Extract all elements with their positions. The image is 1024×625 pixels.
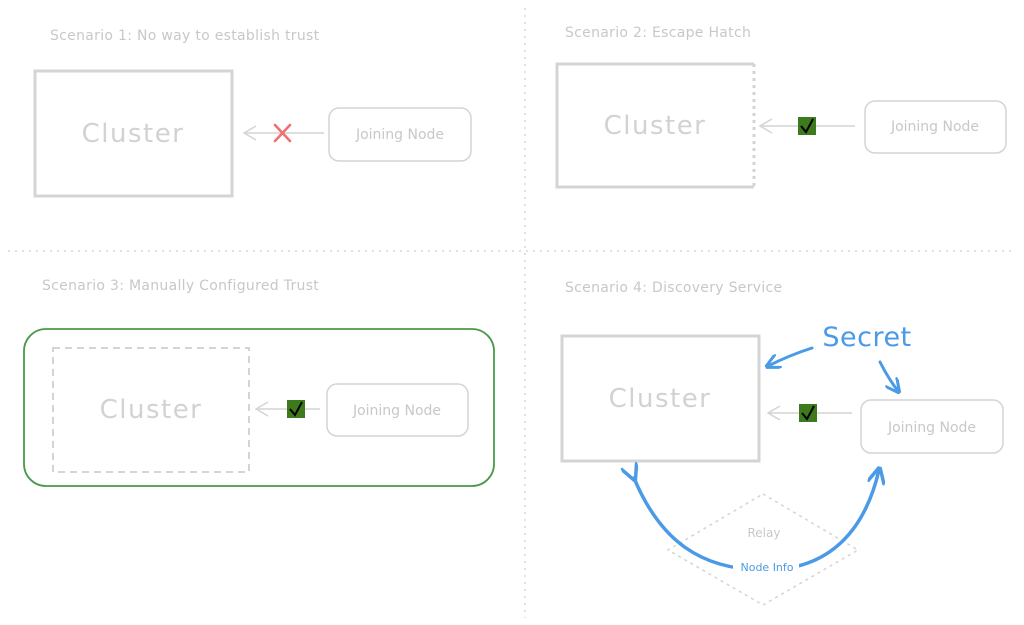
scenario-2-title: Scenario 2: Escape Hatch	[565, 25, 751, 41]
scenario-3-title: Scenario 3: Manually Configured Trust	[42, 278, 319, 294]
check-icon	[798, 117, 816, 135]
cluster-label: Cluster	[100, 395, 203, 425]
cluster-box	[560, 334, 761, 463]
cluster-box	[555, 62, 754, 189]
joining-node-box	[860, 399, 1004, 454]
secret-to-node-arrow	[878, 360, 898, 391]
relay-diamond	[666, 493, 860, 606]
joining-node-box	[326, 383, 469, 437]
cluster-label: Cluster	[604, 111, 707, 141]
scenario-1-title: Scenario 1: No way to establish trust	[50, 28, 320, 44]
arrow-head	[766, 405, 781, 421]
node-info-label: Node Info	[740, 561, 793, 574]
cluster-label: Cluster	[82, 119, 185, 149]
arrow-head	[254, 401, 269, 417]
secret-label: Secret	[822, 322, 911, 353]
check-icon	[287, 400, 305, 418]
scenario-4: Scenario 4: Discovery Service Cluster Jo…	[560, 280, 1004, 606]
node-info-label-bg	[733, 559, 799, 574]
cluster-box	[52, 347, 250, 473]
scenario-4-title: Scenario 4: Discovery Service	[565, 280, 782, 296]
joining-node-label: Joining Node	[887, 420, 976, 436]
cross-icon	[273, 123, 292, 143]
joining-node-box	[864, 100, 1007, 154]
joining-node-label: Joining Node	[890, 119, 979, 135]
cluster-label: Cluster	[609, 384, 712, 414]
scenario-1: Scenario 1: No way to establish trust Cl…	[33, 28, 472, 198]
trust-boundary	[23, 328, 495, 487]
node-info-arrow	[634, 470, 879, 572]
secret-to-cluster-arrow	[768, 346, 814, 366]
cluster-box	[33, 69, 234, 198]
check-icon	[799, 404, 817, 422]
scenario-3: Scenario 3: Manually Configured Trust Cl…	[23, 278, 495, 487]
scenario-2: Scenario 2: Escape Hatch Cluster Joining…	[555, 25, 1007, 189]
relay-label: Relay	[748, 526, 781, 540]
arrow-head	[758, 118, 773, 134]
joining-node-label: Joining Node	[352, 403, 441, 419]
joining-node-label: Joining Node	[355, 127, 444, 143]
arrow-head	[242, 125, 257, 141]
joining-node-box	[328, 107, 472, 162]
